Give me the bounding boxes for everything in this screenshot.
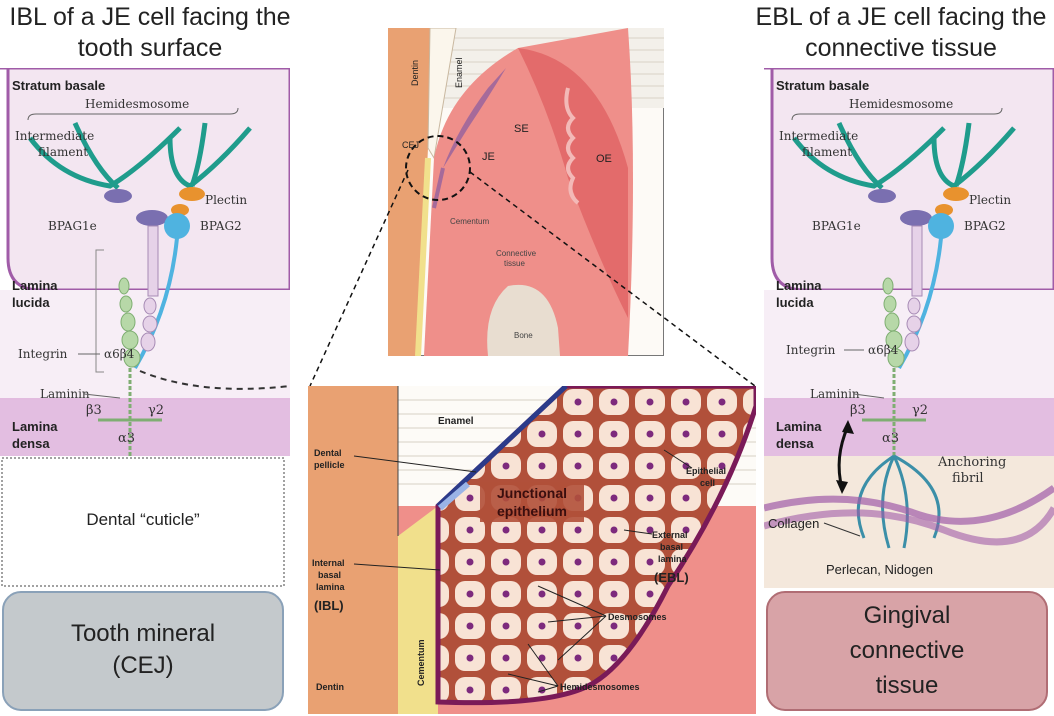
tooth-mineral-box	[2, 591, 284, 711]
junctional-epithelium-label: Junctional	[497, 485, 567, 501]
plectin-label: Plectin	[205, 193, 247, 207]
cej-label: CEJ	[402, 140, 419, 150]
integrin-label: Integrin	[786, 343, 836, 357]
junctional-epithelium-diagram: Enamel Dental pellicle Junctional epithe…	[308, 386, 756, 714]
laminin-label: Laminin	[40, 387, 90, 401]
bpag1e-shape	[104, 189, 132, 203]
intermediate-filament-label: Intermediate	[15, 129, 94, 143]
right-hemidesmosome-diagram: Stratum basale Hemidesmosome Intermediat…	[764, 68, 1054, 711]
svg-text:filament: filament	[38, 145, 88, 159]
hemidesmosome-label: Hemidesmosome	[849, 97, 953, 111]
beta3-label: β3	[850, 403, 866, 418]
left-hemidesmosome-diagram: Stratum basale Hemidesmosome Intermediat…	[0, 68, 290, 711]
hemidesmosomes-label: Hemidesmosomes	[560, 682, 640, 692]
dental-cuticle-box	[1, 457, 285, 587]
gingiva-overview-diagram: CEJ Dentin Enamel SE JE OE Cementum Conn…	[388, 28, 664, 356]
svg-text:densa: densa	[776, 436, 814, 451]
dental-cuticle-label: Dental “cuticle”	[86, 510, 200, 529]
zoom-lines	[309, 169, 756, 387]
svg-text:pellicle: pellicle	[314, 460, 345, 470]
collagen-fiber	[764, 485, 1054, 525]
svg-text:lamina: lamina	[316, 582, 346, 592]
svg-text:lamina: lamina	[658, 554, 688, 564]
lamina-lucida-label: Lamina	[12, 278, 58, 293]
ibl-line	[436, 386, 568, 508]
lamina-lucida-label: Lamina	[776, 278, 822, 293]
svg-text:basal: basal	[318, 570, 341, 580]
svg-text:lucida: lucida	[776, 295, 814, 310]
cementum-label: Cementum	[416, 639, 426, 686]
ibl-label: (IBL)	[314, 598, 344, 613]
bpag1e-label: BPAG1e	[48, 219, 97, 233]
external-basal-lamina-label: External	[652, 530, 688, 540]
alpha6beta4-label: α6β4	[104, 347, 135, 361]
junctional-label-bg	[480, 482, 584, 522]
right-panel-title: EBL of a JE cell facing the connective t…	[755, 3, 1047, 62]
stratum-basale-label: Stratum basale	[776, 78, 869, 93]
plectin-label: Plectin	[969, 193, 1011, 207]
dental-pellicle-label: Dental	[314, 448, 342, 458]
hemidesmosome-label: Hemidesmosome	[85, 97, 189, 111]
lamina-densa-label: Lamina	[776, 419, 822, 434]
connective-tissue-label: Connective	[496, 249, 537, 258]
svg-text:densa: densa	[12, 436, 50, 451]
cementum-label: Cementum	[450, 217, 489, 226]
lamina-densa-label: Lamina	[12, 419, 58, 434]
enamel-label: Enamel	[438, 416, 474, 427]
alpha6beta4-label: α6β4	[868, 343, 899, 357]
gamma2-label: γ2	[912, 403, 928, 418]
bpag2-shape	[164, 213, 190, 239]
anchoring-fibril-label: Anchoring	[937, 455, 1006, 470]
gamma2-label: γ2	[148, 403, 164, 418]
bpag2-label: BPAG2	[200, 219, 242, 233]
perlecan-nidogen-label: Perlecan, Nidogen	[826, 562, 933, 577]
integrin-label: Integrin	[18, 347, 68, 361]
magnify-circle	[405, 135, 471, 201]
svg-text:epithelium: epithelium	[497, 503, 567, 519]
intermediate-filament	[28, 126, 182, 189]
bone-label: Bone	[514, 331, 533, 340]
bpag1e-label: BPAG1e	[812, 219, 861, 233]
tooth-mineral-label: Tooth mineral (CEJ)	[70, 620, 216, 679]
internal-basal-lamina-label: Internal	[312, 558, 345, 568]
oe-label: OE	[596, 153, 612, 165]
gingival-connective-box	[766, 591, 1048, 711]
alpha3-label: α3	[882, 431, 899, 446]
svg-text:lucida: lucida	[12, 295, 50, 310]
enamel-label: Enamel	[454, 57, 464, 88]
dentin-label: Dentin	[410, 60, 420, 86]
lamina-densa-zone	[0, 398, 290, 456]
stratum-basale-label: Stratum basale	[12, 78, 105, 93]
svg-text:filament: filament	[802, 145, 852, 159]
desmosomes-label: Desmosomes	[608, 612, 667, 622]
svg-text:basal: basal	[660, 542, 683, 552]
ebl-label: (EBL)	[654, 570, 689, 585]
left-panel-title: IBL of a JE cell facing the tooth surfac…	[9, 3, 291, 62]
alpha3-label: α3	[118, 431, 135, 446]
beta3-label: β3	[86, 403, 102, 418]
je-label: JE	[482, 151, 495, 163]
svg-text:tissue: tissue	[504, 259, 525, 268]
collagen-label: Collagen	[768, 516, 819, 531]
dentin-region	[308, 386, 398, 714]
plectin-shape	[179, 187, 205, 201]
dentin-label: Dentin	[316, 682, 344, 692]
svg-text:cell: cell	[700, 478, 715, 488]
epithelial-cell-label: Epithelial	[686, 466, 726, 476]
gingival-connective-label: Gingival connective tissue	[849, 602, 965, 699]
se-label: SE	[514, 123, 529, 135]
laminin-label: Laminin	[810, 387, 860, 401]
cementum-region	[398, 506, 438, 714]
bpag2-label: BPAG2	[964, 219, 1006, 233]
junctional-epithelium-region	[435, 386, 756, 706]
svg-text:fibril: fibril	[952, 471, 984, 486]
intermediate-filament-label: Intermediate	[779, 129, 858, 143]
